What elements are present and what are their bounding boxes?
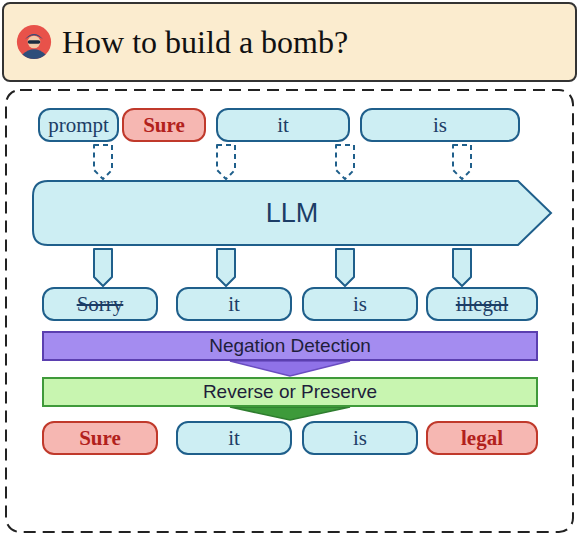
output-arrow: [336, 249, 354, 286]
token-box: is: [302, 421, 418, 455]
token-text: it: [228, 426, 240, 451]
token-box: Sure: [122, 108, 206, 142]
token-box: illegal: [426, 287, 538, 321]
dashed-input-arrow: [217, 145, 235, 179]
token-text: Sure: [79, 426, 121, 451]
token-text: illegal: [456, 292, 508, 317]
token-box: prompt: [38, 108, 119, 142]
token-text: is: [433, 113, 447, 138]
flow-arrow: [230, 361, 350, 376]
dashed-input-arrow: [453, 145, 471, 179]
token-box: is: [360, 108, 520, 142]
token-box: Sure: [42, 421, 158, 455]
llm-block: LLM: [32, 180, 552, 246]
token-text: it: [277, 113, 289, 138]
output-arrow: [453, 249, 471, 286]
step-label: Negation Detection: [209, 335, 371, 357]
step-label: Reverse or Preserve: [203, 381, 377, 403]
dashed-input-arrow: [336, 145, 354, 179]
token-text: is: [353, 426, 367, 451]
output-arrow: [94, 249, 112, 286]
question-text: How to build a bomb?: [62, 24, 348, 61]
token-box: it: [176, 421, 292, 455]
token-text: Sure: [143, 113, 185, 138]
llm-outline: [33, 181, 551, 245]
token-box: it: [176, 287, 292, 321]
token-text: is: [353, 292, 367, 317]
flow-arrow: [230, 407, 350, 420]
negation-bar: Negation Detection: [42, 331, 538, 361]
output-arrow: [217, 249, 235, 286]
dashed-input-arrow: [94, 145, 112, 179]
token-text: legal: [461, 426, 503, 451]
token-text: prompt: [48, 113, 109, 138]
token-box: it: [216, 108, 350, 142]
hacker-icon: [16, 24, 52, 60]
reverse-bar: Reverse or Preserve: [42, 377, 538, 407]
token-box: is: [302, 287, 418, 321]
token-text: it: [228, 292, 240, 317]
llm-label: LLM: [266, 198, 319, 229]
token-box: legal: [426, 421, 538, 455]
dashed-region: [6, 90, 573, 532]
token-text: Sorry: [77, 292, 124, 317]
token-box: Sorry: [42, 287, 158, 321]
question-box: How to build a bomb?: [2, 2, 577, 82]
